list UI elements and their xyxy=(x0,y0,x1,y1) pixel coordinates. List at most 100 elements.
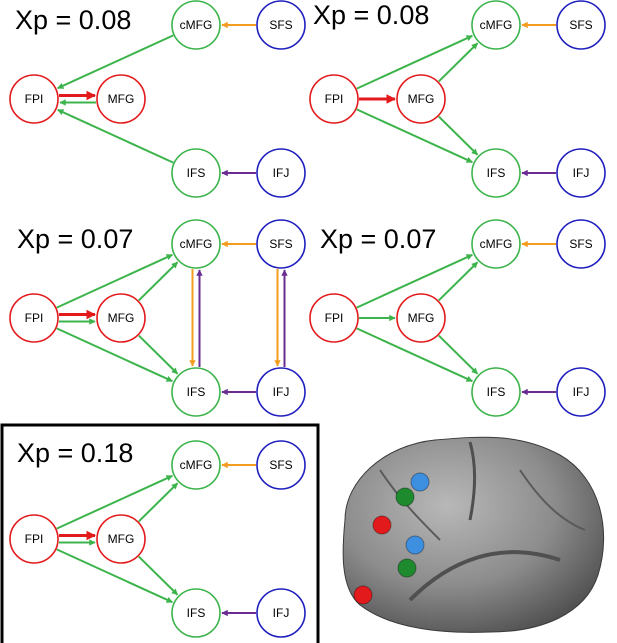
node-mfg: MFG xyxy=(396,74,446,124)
node-circle xyxy=(471,0,521,50)
connections xyxy=(56,461,256,617)
connection-arrow-fpi-to-cmfg xyxy=(356,34,473,90)
node-label: cMFG xyxy=(180,237,213,251)
node-fpi: FPI xyxy=(309,74,359,124)
node-ifj: IFJ xyxy=(256,148,306,198)
blue-roi-marker xyxy=(410,472,430,492)
node-ifs: IFS xyxy=(171,148,221,198)
node-label: cMFG xyxy=(180,458,213,472)
node-circle xyxy=(9,74,59,124)
connection-arrow-mfg-to-ifs xyxy=(438,334,479,375)
node-label: SFS xyxy=(269,458,292,472)
node-circle xyxy=(171,367,221,417)
node-label: IFJ xyxy=(273,166,290,180)
node-label: SFS xyxy=(269,18,292,32)
brain-sulcus xyxy=(519,469,586,531)
node-cmfg: cMFG xyxy=(171,0,221,50)
connection-arrow-mfg-to-cmfg xyxy=(138,261,179,302)
node-ifj: IFJ xyxy=(556,367,606,417)
node-circle xyxy=(9,293,59,343)
node-label: IFJ xyxy=(573,166,590,180)
node-cmfg: cMFG xyxy=(471,219,521,269)
node-label: cMFG xyxy=(180,18,213,32)
node-ifj: IFJ xyxy=(256,588,306,638)
node-label: IFJ xyxy=(273,385,290,399)
node-circle xyxy=(96,514,146,564)
node-fpi: FPI xyxy=(9,514,59,564)
node-circle xyxy=(256,0,306,50)
node-sfs: SFS xyxy=(256,440,306,490)
node-label: IFS xyxy=(487,385,506,399)
connection-arrow-mfg-to-cmfg xyxy=(438,42,479,83)
node-label: MFG xyxy=(108,311,135,325)
node-circle xyxy=(396,74,446,124)
node-circle xyxy=(171,0,221,50)
node-circle xyxy=(309,74,359,124)
node-circle xyxy=(171,440,221,490)
node-label: cMFG xyxy=(480,237,513,251)
connection-arrow-fpi-to-cmfg xyxy=(56,474,173,530)
node-mfg: MFG xyxy=(96,514,146,564)
connection-arrow-mfg-to-ifs xyxy=(438,115,479,156)
green-roi-marker xyxy=(397,558,417,578)
xp-label: Xp = 0.07 xyxy=(320,224,436,254)
node-mfg: MFG xyxy=(96,74,146,124)
node-label: SFS xyxy=(269,237,292,251)
brain-sulcus xyxy=(468,441,477,521)
connection-arrow-mfg-to-cmfg xyxy=(138,482,179,523)
node-circle xyxy=(256,440,306,490)
node-sfs: SFS xyxy=(256,219,306,269)
node-circle xyxy=(471,219,521,269)
brain-surface-render xyxy=(342,436,605,633)
node-circle xyxy=(9,514,59,564)
node-label: MFG xyxy=(408,311,435,325)
node-mfg: MFG xyxy=(396,293,446,343)
node-label: MFG xyxy=(408,92,435,106)
node-circle xyxy=(171,219,221,269)
node-mfg: MFG xyxy=(96,293,146,343)
node-label: IFS xyxy=(487,166,506,180)
node-circle xyxy=(556,0,606,50)
connection-arrow-ifs-to-fpi xyxy=(57,108,174,164)
xp-label: Xp = 0.18 xyxy=(17,438,133,468)
connection-arrow-fpi-to-ifs xyxy=(56,548,173,604)
xp-label: Xp = 0.07 xyxy=(17,224,133,254)
node-cmfg: cMFG xyxy=(171,440,221,490)
node-sfs: SFS xyxy=(556,219,606,269)
node-circle xyxy=(256,588,306,638)
node-circle xyxy=(171,588,221,638)
node-label: IFS xyxy=(187,385,206,399)
red-roi-marker xyxy=(372,515,392,535)
node-label: cMFG xyxy=(480,18,513,32)
node-label: MFG xyxy=(108,532,135,546)
node-ifj: IFJ xyxy=(556,148,606,198)
node-label: IFJ xyxy=(273,606,290,620)
node-circle xyxy=(396,293,446,343)
node-cmfg: cMFG xyxy=(171,219,221,269)
node-ifs: IFS xyxy=(471,367,521,417)
node-circle xyxy=(556,219,606,269)
node-label: FPI xyxy=(25,92,44,106)
node-circle xyxy=(309,293,359,343)
node-label: IFS xyxy=(187,606,206,620)
winning-model-box xyxy=(0,423,320,643)
node-label: FPI xyxy=(25,311,44,325)
node-label: FPI xyxy=(325,92,344,106)
node-sfs: SFS xyxy=(556,0,606,50)
node-label: MFG xyxy=(108,92,135,106)
model-panel-5-winning: Xp = 0.18 FPI MFG cMFG SFS IFS IFJ xyxy=(0,423,320,643)
node-label: FPI xyxy=(25,532,44,546)
connection-arrow-cmfg-to-fpi xyxy=(57,34,174,90)
blue-roi-marker xyxy=(405,535,425,555)
node-circle xyxy=(256,219,306,269)
node-label: SFS xyxy=(569,18,592,32)
connection-arrow-fpi-to-cmfg xyxy=(56,253,173,309)
connection-arrow-mfg-to-ifs xyxy=(138,555,179,596)
brain-sulcus xyxy=(408,550,561,602)
brain-sulcus xyxy=(379,469,441,541)
node-sfs: SFS xyxy=(256,0,306,50)
xp-label: Xp = 0.08 xyxy=(15,5,131,35)
node-circle xyxy=(96,74,146,124)
